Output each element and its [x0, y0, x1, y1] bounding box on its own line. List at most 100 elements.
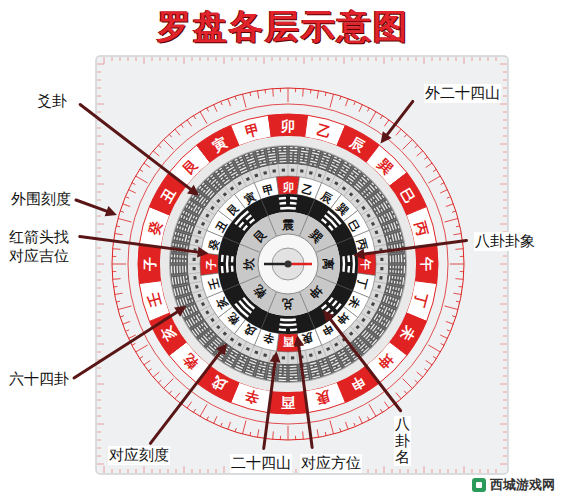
yao-line: [400, 277, 402, 280]
tick-line: [200, 217, 211, 223]
yao-line: [398, 270, 399, 273]
plate-tick: [192, 469, 193, 473]
yao-line: [197, 199, 199, 201]
trigram-yao: [329, 226, 333, 231]
tick-line: [288, 88, 289, 102]
plate-tick: [464, 466, 465, 473]
yao-line: [210, 330, 212, 332]
plate-tick: [503, 368, 507, 369]
yao-line: [241, 355, 243, 356]
yao-line: [184, 216, 185, 219]
leader-arrowhead: [187, 185, 199, 196]
yao-line: [268, 154, 275, 155]
plate-tick: [503, 296, 507, 297]
yao-line: [181, 245, 183, 248]
yao-line: [174, 237, 176, 240]
tick-line: [249, 432, 251, 436]
yao-line: [187, 296, 189, 298]
trigram-name: 兑: [282, 298, 294, 310]
tick-line: [164, 140, 174, 150]
yao-line: [180, 234, 182, 237]
plate-tick: [97, 304, 104, 305]
yao-line: [334, 157, 337, 158]
yao-line: [231, 352, 233, 353]
yao-line: [381, 305, 382, 307]
tick-line: [380, 302, 397, 309]
yao-line: [188, 236, 190, 238]
tick-line: [214, 104, 217, 111]
yao-line: [335, 360, 337, 361]
tick-line: [132, 183, 136, 185]
yao-line: [233, 169, 235, 170]
tick-line: [456, 301, 460, 303]
yao-line: [379, 330, 384, 336]
inner-mountain-char: 辛: [261, 332, 274, 345]
yao-line: [189, 300, 191, 302]
inner-mountain-char: 丙: [356, 237, 369, 250]
plate-tick: [408, 469, 409, 473]
yao-line: [259, 365, 266, 367]
mark-dash: [193, 267, 196, 270]
watermark-text: 西城游戏网: [490, 477, 555, 493]
yao-line: [361, 342, 363, 344]
tick-line: [288, 352, 289, 364]
tick-line: [396, 393, 401, 399]
tick-line: [308, 148, 312, 166]
yao-line: [232, 177, 234, 178]
yao-line: [185, 266, 187, 273]
yao-line: [395, 287, 397, 290]
yao-line: [182, 287, 184, 294]
plate-tick: [503, 200, 507, 201]
yao-line: [358, 345, 360, 347]
yao-line: [279, 377, 287, 379]
tick-line: [179, 219, 196, 226]
callout-label-wrap: 八卦名: [394, 416, 411, 466]
needle-pivot: [285, 261, 292, 268]
tick-line: [359, 335, 372, 348]
leader-arrowhead: [174, 306, 186, 317]
tick-line: [112, 271, 116, 272]
yao-line: [351, 173, 353, 175]
mark-dash: [380, 267, 383, 270]
tick-line: [205, 181, 218, 194]
tick-line: [140, 356, 143, 358]
yao-line: [247, 367, 250, 369]
mountain-cell: [200, 253, 219, 276]
tick-line: [317, 91, 318, 99]
tick-line: [344, 166, 354, 181]
yao-line: [325, 162, 327, 164]
yao-line: [306, 148, 309, 150]
tick-line: [223, 284, 240, 291]
leader-arrowhead: [270, 351, 281, 363]
plate-tick: [97, 368, 101, 369]
tick-line: [308, 199, 315, 216]
yao-line: [340, 169, 346, 173]
callout-label-wrap: 外二十四山: [424, 84, 501, 103]
yao-line: [219, 168, 221, 170]
yao-line: [211, 179, 216, 184]
plate-tick: [104, 466, 105, 473]
trigram-name: 离: [322, 258, 334, 270]
yao-line: [383, 295, 385, 301]
yao-line: [379, 205, 380, 207]
yao-line: [259, 161, 261, 163]
yao-line: [381, 322, 382, 324]
outer-scale: [112, 88, 464, 440]
yao-line: [225, 362, 232, 366]
leader-line: [364, 241, 466, 254]
yao-line: [184, 309, 187, 316]
inner-mountain-char: 午: [360, 259, 371, 270]
outer-mountain-char: 丁: [413, 291, 430, 308]
tick-line: [276, 364, 278, 382]
trigram-name-ring: [240, 216, 336, 312]
yao-line: [315, 159, 318, 161]
mark-dash: [368, 214, 370, 217]
leader-line: [76, 200, 107, 211]
tick-line: [452, 316, 456, 317]
tick-line: [268, 292, 276, 312]
mark-dash: [255, 175, 258, 176]
yao-line: [171, 259, 172, 262]
plate-tick: [503, 128, 507, 129]
tick-line: [380, 116, 382, 119]
yao-line: [355, 176, 357, 178]
